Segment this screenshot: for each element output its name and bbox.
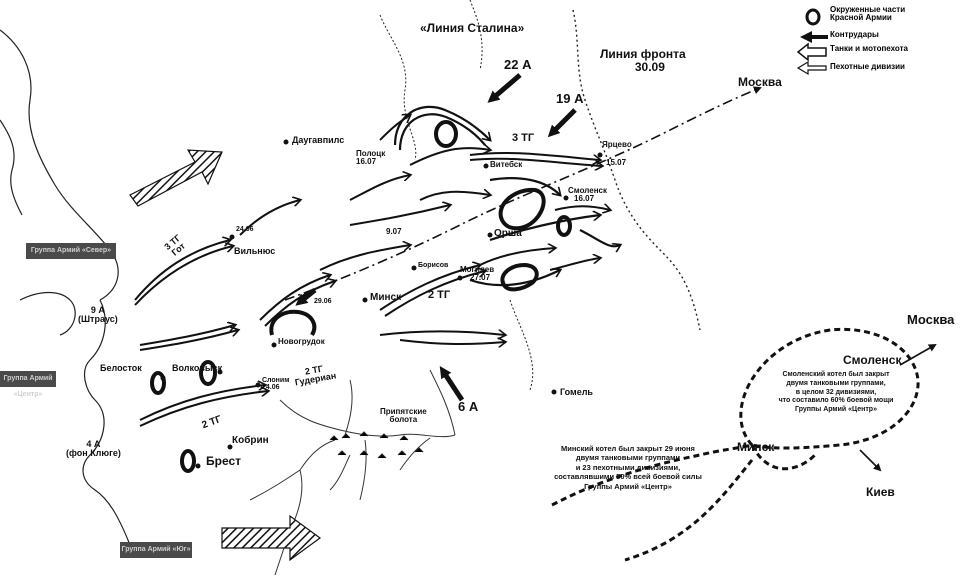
legend-encircled-line1: Окруженные части — [830, 5, 906, 14]
soviet-counterattacks — [295, 73, 577, 402]
army-group-arrows — [129, 149, 322, 562]
smolensk-note-line3: в целом 32 дивизиями, — [795, 388, 877, 396]
inset-minsk-label: Минск — [737, 440, 775, 454]
orsha-date-label: 9.07 — [386, 227, 402, 236]
stalin-line-label: «Линия Сталина» — [420, 21, 525, 35]
borisov-label: Борисов — [418, 262, 449, 269]
smolensk-note-line2: двумя танковыми группами, — [786, 379, 886, 387]
army-9-line1: 9 А — [90, 305, 105, 315]
army-group-center-tag: Группа Армий «Центр» — [0, 371, 56, 398]
mogilev-name: Могилев — [460, 265, 495, 274]
slonim-label: Слоним 24.06 — [262, 377, 289, 392]
pripyat-line2: болота — [389, 415, 418, 425]
smolensk-note-line5: Группы Армий «Центр» — [795, 406, 877, 413]
border-lines — [379, 0, 534, 391]
smolensk-note-line1: Смоленский котел был закрыт — [782, 371, 890, 378]
army-9-label: 9 А (Штраус) — [78, 305, 118, 325]
minsk-note-line3: и 23 пехотными дивизиями, — [575, 462, 681, 472]
axis-to-moscow — [284, 86, 762, 301]
minsk-label: Минск — [370, 292, 402, 303]
encircled-pockets — [150, 120, 572, 473]
slonim-date: 24.06 — [262, 384, 280, 392]
yartsevo-label: Ярцево 15.07 — [596, 140, 632, 168]
smolensk-date: 16.07 — [574, 194, 595, 204]
smolensk-name: Смоленск — [568, 186, 607, 195]
minsk-note-line4: составлявшими 50% всей боевой силы — [554, 472, 702, 482]
army-4-label: 4 А (фон Клюге) — [66, 439, 121, 459]
tg2-label: 2 ТГ — [428, 289, 451, 301]
legend-tank-icon — [796, 42, 827, 62]
legend-symbols — [796, 8, 828, 76]
legend-counterattacks-label: Контрудары — [830, 30, 879, 39]
legend-infantry-icon — [796, 60, 827, 76]
legend-encircled-icon — [805, 8, 821, 26]
coastline — [0, 29, 131, 546]
polotsk-date: 16.07 — [356, 157, 377, 167]
pripyat-line1: Припятские — [380, 407, 427, 416]
vilnius-date-label: 24.06 — [236, 226, 254, 233]
daugavpils-label: Даугавпилс — [292, 135, 345, 145]
polotsk-name: Полоцк — [356, 149, 386, 158]
inset-kiev-label: Киев — [866, 485, 895, 499]
novogrudok-label: Новогрудок — [278, 337, 325, 346]
smolensk-pocket-note: Смоленский котел был закрыт двумя танков… — [764, 371, 908, 415]
brest-label: Брест — [206, 454, 242, 468]
minsk-note-line5: Группы Армий «Центр» — [584, 481, 672, 491]
army-19-label: 19 А — [556, 91, 584, 106]
front-line-label-line1: Линия фронта — [600, 47, 686, 61]
legend-tanks-label: Танки и мотопехота — [830, 44, 908, 53]
kobrin-label: Кобрин — [232, 435, 269, 446]
smolensk-note-line4: что составило 60% боевой мощи — [778, 397, 894, 405]
minsk-note-line1: Минский котел был закрыт 29 июня — [561, 444, 695, 453]
front-line-label-line2: 30.09 — [634, 59, 665, 74]
town-dots — [160, 139, 603, 469]
minsk-date-label: 29.06 — [314, 298, 332, 305]
vilnius-label: Вильнюс — [234, 246, 276, 256]
volkovysk-label: Волковыск — [172, 363, 223, 373]
front-line-label: Линия фронта 30.09 — [600, 48, 686, 73]
moscow-label: Москва — [738, 75, 782, 89]
pripyat-label: Припятские болота — [380, 407, 427, 425]
army-6-label: 6 А — [458, 399, 479, 414]
polotsk-label: Полоцк 16.07 — [356, 149, 386, 167]
inset-moscow-label: Москва — [907, 312, 955, 327]
minsk-note-line2: двумя танковыми группами — [575, 453, 681, 463]
front-line — [572, 9, 701, 331]
orsha-label: Орша — [494, 228, 522, 239]
army-9-line2: (Штраус) — [78, 314, 118, 325]
inset-schematic — [551, 327, 920, 562]
vitebsk-label: Витебск — [490, 160, 523, 169]
yartsevo-date: 15.07 — [606, 158, 627, 168]
pincer-arrows — [393, 105, 620, 287]
inset-smolensk-label: Смоленск — [843, 353, 902, 367]
legend-encircled-label: Окруженные части Красной Армии — [830, 5, 906, 23]
army-group-north-tag: Группа Армий «Север» — [26, 243, 116, 259]
gomel-label: Гомель — [560, 387, 593, 397]
mogilev-date: 27.07 — [470, 273, 491, 283]
army-4-line2: (фон Клюге) — [66, 448, 121, 459]
yartsevo-name: Ярцево — [602, 140, 632, 149]
smolensk-label: Смоленск 16.07 — [568, 186, 607, 204]
slonim-name: Слоним — [262, 377, 290, 384]
marsh-symbols — [329, 431, 424, 459]
mogilev-label: Могилев 27.07 — [460, 265, 495, 283]
army-4-line1: 4 А — [86, 439, 101, 449]
legend-infantry-label: Пехотные дивизии — [830, 62, 905, 71]
minsk-pocket-note: Минский котел был закрыт 29 июня двумя т… — [528, 444, 728, 491]
legend-encircled-line2: Красной Армии — [830, 13, 892, 23]
army-group-south-tag: Группа Армий «Юг» — [120, 542, 192, 558]
tg3-label: 3 ТГ — [512, 132, 535, 144]
inset-arrows — [859, 344, 937, 472]
army-22-label: 22 А — [504, 57, 532, 72]
belostok-label: Белосток — [100, 363, 142, 373]
